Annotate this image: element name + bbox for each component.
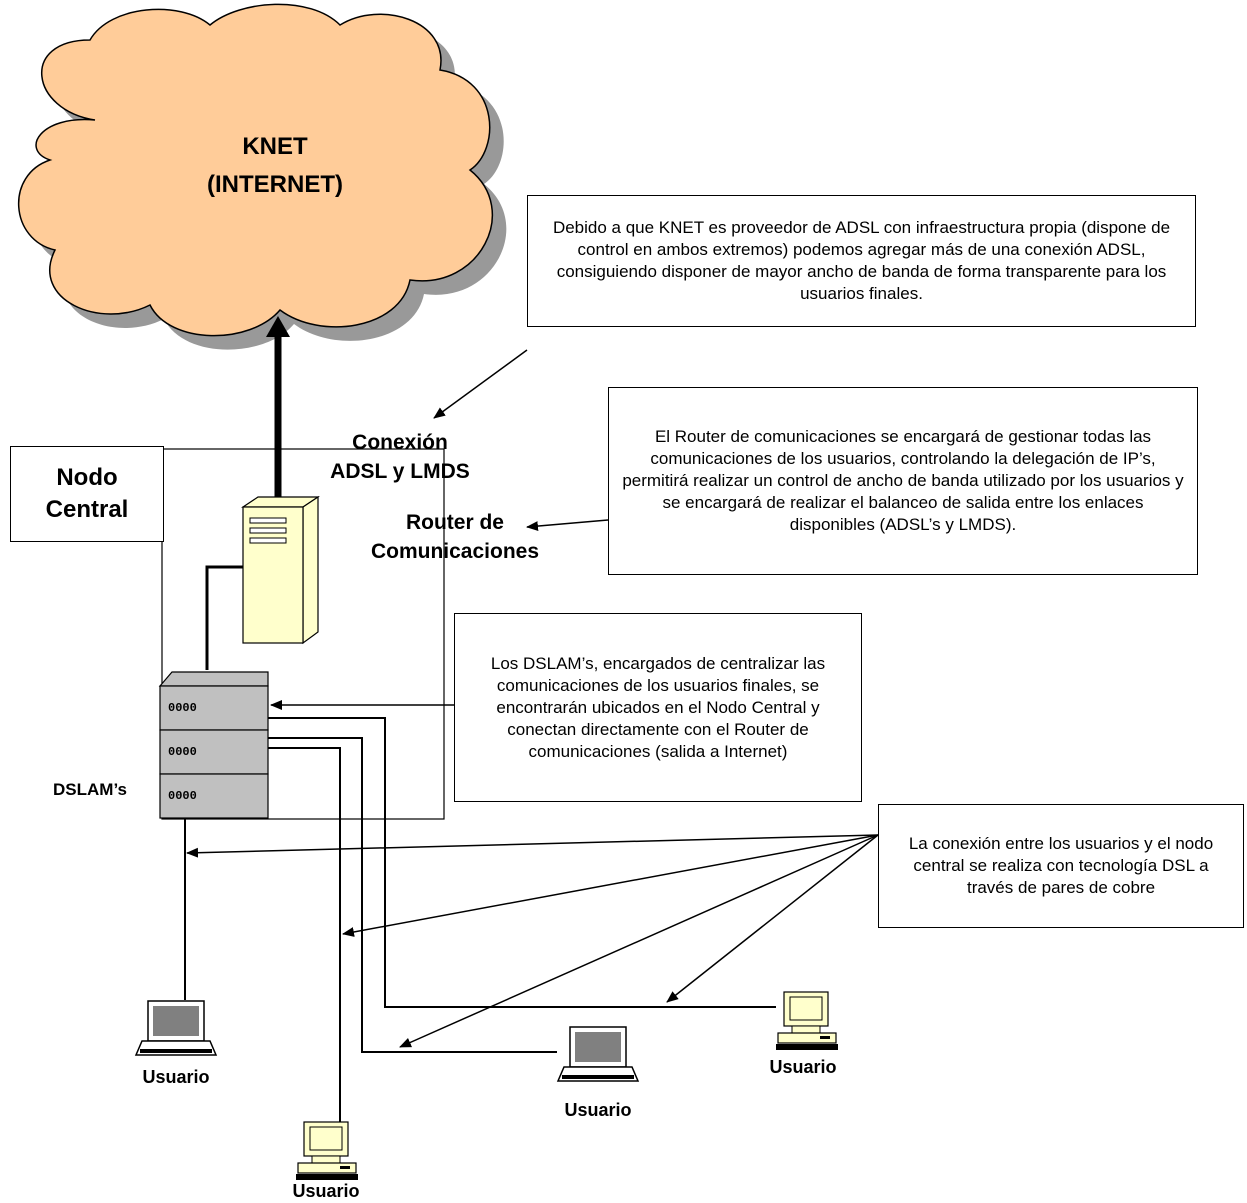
svg-text:0000: 0000 [168, 745, 197, 759]
router-label-line2: Comunicaciones [370, 540, 540, 563]
central-node-line2: Central [45, 496, 129, 523]
terminal-user-2-icon [296, 1121, 358, 1180]
laptop-user-1-icon [134, 1000, 218, 1056]
cloud-title-line2: (INTERNET) [207, 171, 343, 198]
dslam-label: DSLAM’s [53, 780, 127, 799]
laptop-user-3-icon [556, 1026, 640, 1082]
note-dsl: La conexión entre los usuarios y el nodo… [878, 804, 1244, 928]
user-label-1: Usuario [142, 1067, 210, 1087]
user-label-3: Usuario [564, 1100, 632, 1120]
central-node-line1: Nodo [56, 464, 118, 491]
dslam-stack-icon: 0000 0000 0000 [158, 671, 269, 819]
dsl-line-user-3 [268, 737, 557, 1053]
cloud-title: KNET (INTERNET) [175, 128, 375, 204]
central-node-enclosure [161, 448, 445, 820]
svg-text:0000: 0000 [168, 789, 197, 803]
user-label-4: Usuario [769, 1057, 837, 1077]
central-node-label: Nodo Central [10, 446, 164, 542]
svg-text:0000: 0000 [168, 701, 197, 715]
router-server-icon [241, 495, 320, 645]
connection-label-line2: ADSL y LMDS [330, 460, 470, 483]
connection-label: Conexión ADSL y LMDS [310, 428, 490, 486]
connection-label-line1: Conexión [352, 431, 448, 454]
note-router: El Router de comunicaciones se encargará… [608, 387, 1198, 575]
cloud-shape [17, 3, 507, 350]
dsl-line-user-4 [268, 717, 776, 1008]
cloud-title-line1: KNET [242, 133, 308, 160]
router-dslam-cable [205, 565, 243, 670]
router-label-line1: Router de [405, 511, 504, 534]
dsl-note-arrows [186, 834, 879, 1048]
note-dslam: Los DSLAM’s, encargados de centralizar l… [454, 613, 862, 802]
terminal-user-4-icon [776, 991, 838, 1050]
router-label: Router de Comunicaciones [360, 508, 550, 566]
dsl-line-user-2 [268, 747, 341, 1148]
arrow-adsl-note [433, 349, 528, 419]
user-label-2: Usuario [292, 1181, 360, 1201]
arrow-router-note [526, 519, 609, 532]
note-adsl: Debido a que KNET es proveedor de ADSL c… [527, 195, 1196, 327]
